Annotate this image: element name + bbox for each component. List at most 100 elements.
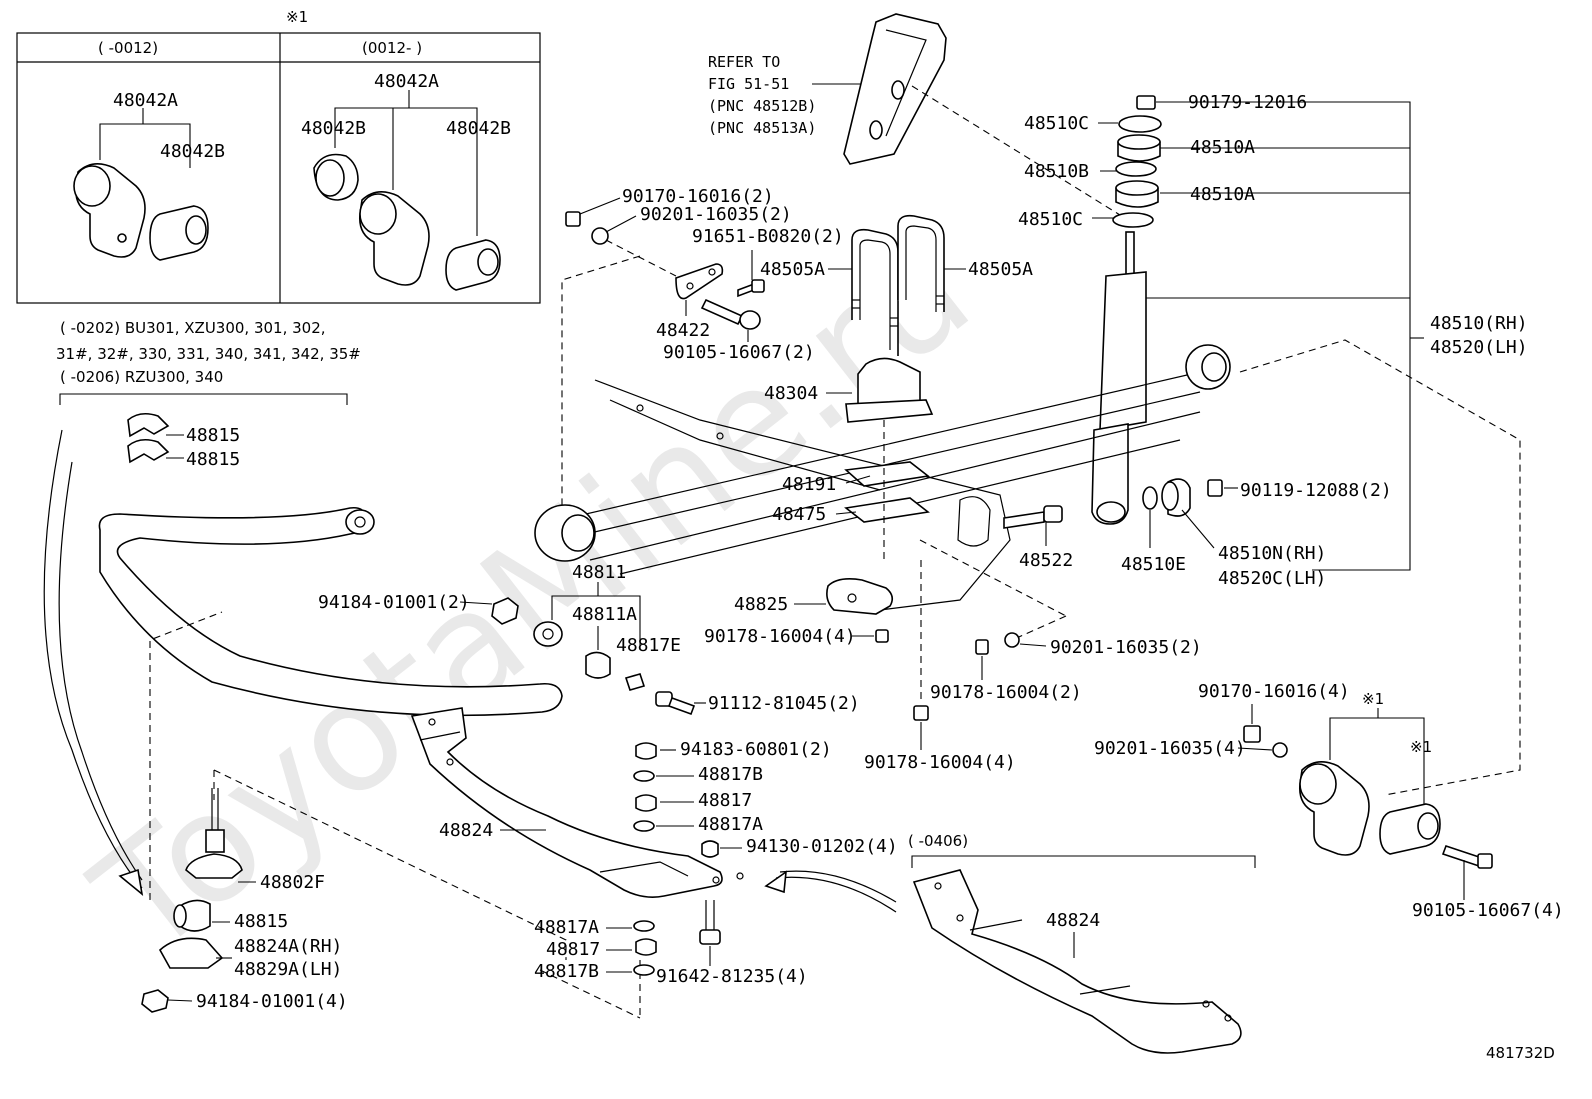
label-48815-b: 48815 [186, 449, 240, 470]
inset-marker: ※1 [286, 8, 308, 26]
inset-left-label-48042b: 48042B [160, 141, 225, 162]
label-48817b-b: 48817B [534, 961, 599, 982]
refer-line-4: (PNC 48513A) [708, 119, 816, 137]
label-48510e: 48510E [1121, 554, 1186, 575]
label-48815-c: 48815 [234, 911, 288, 932]
label-90170-r: 90170-16016(4) [1198, 681, 1350, 702]
label-94184-bot: 94184-01001(4) [196, 991, 348, 1012]
label-90178-c: 90178-16004(4) [864, 752, 1016, 773]
bolt-90178-a-icon [875, 629, 889, 643]
washer-90201-r-icon [1272, 742, 1288, 758]
inset-left-header: ( -0012) [98, 39, 158, 57]
label-48817: 48817 [698, 790, 752, 811]
shock-cushion-2-icon [1115, 180, 1159, 208]
bushing-clip-48815-top-icon [127, 412, 170, 464]
shock-cushion-1-icon [1117, 134, 1161, 162]
nut-90170-icon [565, 211, 581, 227]
label-94130: 94130-01202(4) [746, 836, 898, 857]
label-48510b: 48510B [1024, 161, 1089, 182]
shock-washer-top-icon [1118, 115, 1162, 133]
nut-94184-top-icon [491, 597, 519, 625]
label-48811: 48811 [572, 562, 626, 583]
crossmember-48824-alt-icon [912, 869, 1242, 1054]
nut-90178-c-icon [913, 705, 929, 721]
label-48304: 48304 [764, 383, 818, 404]
label-90119-12088: 90119-12088(2) [1240, 480, 1392, 501]
link-bolt-icon [655, 691, 696, 716]
shock-washer-mid-icon [1115, 161, 1157, 177]
label-90201-r: 90201-16035(4) [1094, 738, 1246, 759]
shock-lower-washer-icon [1142, 486, 1158, 510]
nut-90170-r-icon [1243, 725, 1261, 743]
label-48510c-top: 48510C [1024, 113, 1089, 134]
label-48817b: 48817B [698, 764, 763, 785]
label-90105-r: 90105-16067(4) [1412, 900, 1564, 921]
label-48817a-b: 48817A [534, 917, 599, 938]
bushing-bracket-right-icon [358, 191, 430, 286]
label-48824: 48824 [439, 820, 493, 841]
hardware-stack-icon [633, 742, 657, 832]
inset-box: ※1 ( -0012) (0012- ) 48042A 48042B 48042… [16, 8, 541, 304]
stabilizer-mount-bolt-icon [185, 788, 243, 879]
bushing-collar-icon [313, 153, 359, 201]
link-collar-icon [624, 673, 646, 691]
label-48802f: 48802F [260, 872, 325, 893]
refer-line-3: (PNC 48512B) [708, 97, 816, 115]
label-48824-b: 48824 [1046, 910, 1100, 931]
label-48191: 48191 [782, 474, 836, 495]
label-48817-b: 48817 [546, 939, 600, 960]
label-48811a: 48811A [572, 604, 637, 625]
refer-line-1: REFER TO [708, 53, 780, 71]
label-90178-a: 90178-16004(4) [704, 626, 856, 647]
bolt-91651-icon [737, 279, 765, 298]
applicability-line-3: ( -0206) RZU300, 340 [60, 368, 223, 386]
shock-lower-nut-icon [1207, 479, 1223, 497]
link-bushing-icon [585, 651, 611, 679]
u-bolt-right-icon [897, 214, 945, 312]
label-48522: 48522 [1019, 550, 1073, 571]
label-48815-a: 48815 [186, 425, 240, 446]
nut-94130-icon [701, 840, 719, 858]
figure-code: 481732D [1486, 1044, 1555, 1062]
shock-nut-icon [1136, 95, 1156, 110]
crossmember-48824-icon [410, 707, 744, 898]
washer-90201-mid-icon [1004, 632, 1020, 648]
relocation-arrow-right-icon [764, 870, 897, 913]
washer-90201-icon [591, 227, 609, 245]
label-48510-rh: 48510(RH) [1430, 313, 1528, 334]
label-48817e: 48817E [616, 635, 681, 656]
spring-pad-icon [844, 497, 930, 523]
label-90170-top: 90170-16016(2) [622, 186, 774, 207]
bolt-90105-r-icon [1441, 844, 1493, 869]
applicability-line-1: ( -0202) BU301, XZU300, 301, 302, [60, 319, 326, 337]
shock-lower-bushing-icon [1161, 478, 1191, 517]
nut-90178-b-icon [975, 639, 989, 655]
label-90201-top: 90201-16035(2) [640, 204, 792, 225]
label-48817a: 48817A [698, 814, 763, 835]
bottom-hardware-stack-icon [633, 920, 657, 976]
inset-left-label-48042a: 48042A [113, 90, 178, 111]
spring-seat-plate-icon [844, 461, 930, 487]
shock-absorber-icon [1091, 231, 1147, 525]
label-94184-top: 94184-01001(2) [318, 592, 470, 613]
applicability-line-2: 31#, 32#, 330, 331, 340, 341, 342, 35# [56, 345, 361, 363]
stabilizer-bushing-icon [173, 899, 211, 932]
label-48475: 48475 [772, 504, 826, 525]
bolt-90105-icon [700, 298, 761, 330]
bushing-bracket-icon [73, 163, 146, 258]
bushing-sleeve-icon [149, 205, 209, 261]
marker-1-a: ※1 [1362, 690, 1384, 708]
spring-eye-bushing-r-icon [1298, 761, 1370, 856]
label-0406: ( -0406) [908, 832, 968, 850]
inset-right-header: (0012- ) [362, 39, 422, 57]
label-48510a-2: 48510A [1190, 184, 1255, 205]
label-90178-b: 90178-16004(2) [930, 682, 1082, 703]
bolt-48522-icon [1003, 505, 1063, 529]
label-48510c-2: 48510C [1018, 209, 1083, 230]
relocation-arrow-left-icon [43, 429, 144, 896]
label-48829a-lh: 48829A(LH) [234, 959, 342, 980]
label-48520c-lh: 48520C(LH) [1218, 568, 1326, 589]
label-48510n-rh: 48510N(RH) [1218, 543, 1326, 564]
spring-hanger-bracket-icon [843, 13, 947, 165]
inset-right-label-48042a: 48042A [374, 71, 439, 92]
